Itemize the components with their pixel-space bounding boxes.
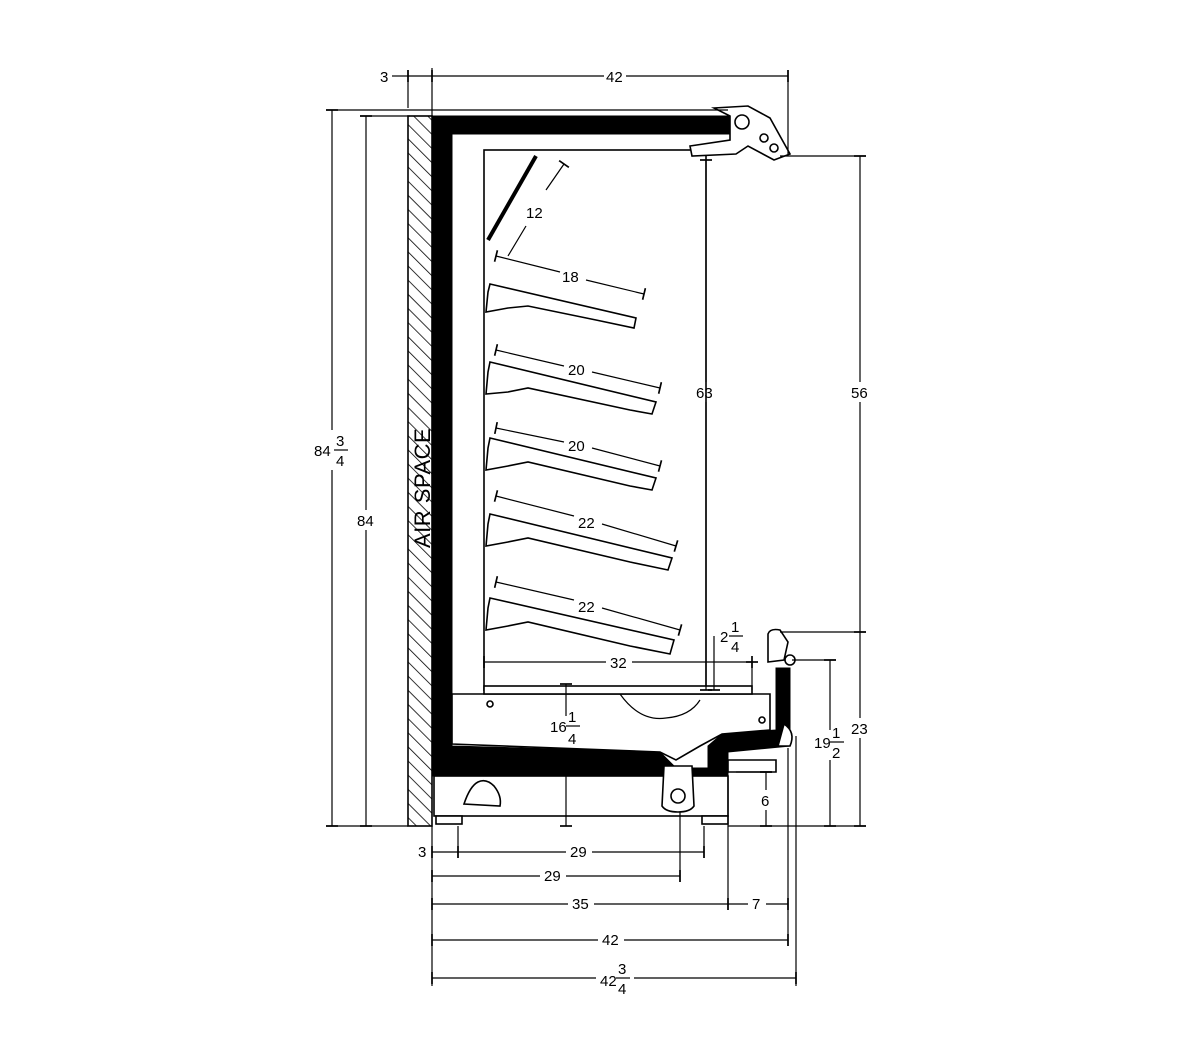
dim-56: 56 [851,385,868,402]
dim-84-num: 3 [336,433,344,450]
shelf-1 [485,283,637,329]
cabinet-body [431,105,796,825]
dim-bottom-42: 42 [602,932,619,949]
shelf-5 [485,597,676,655]
dim-bottom-7: 7 [752,896,760,913]
shelf-2 [485,361,658,415]
dim-16-num: 1 [568,709,576,726]
dim-top-42: 42 [606,69,623,86]
dim-bottom-29a: 29 [570,844,587,861]
dim-63: 63 [696,385,713,402]
dim-19-whole: 19 [814,735,831,752]
dim-shelf-22b: 22 [578,599,595,616]
air-space-wall [407,115,433,827]
dim-23: 23 [851,721,868,738]
dim-shelf-20b: 20 [568,438,585,455]
dim-bottom-29b: 29 [544,868,561,885]
dim-19-num: 1 [832,725,840,742]
dim-2-num: 1 [731,619,739,636]
shelf-4 [485,513,674,571]
dim-16-whole: 16 [550,719,567,736]
dim-2-whole: 2 [720,629,728,646]
shelf-3 [485,437,658,491]
dim-19-den: 2 [832,745,840,762]
dim-bottom-42-whole: 42 [600,973,617,990]
dim-6: 6 [761,793,769,810]
dim-top-3: 3 [380,69,388,86]
top-glass-shelf [486,155,538,241]
dim-2-den: 4 [731,639,739,656]
dim-bottom-3: 3 [418,844,426,861]
dim-84-whole: 84 [314,443,331,460]
dim-32: 32 [610,655,627,672]
dim-shelf-22a: 22 [578,515,595,532]
dim-16-den: 4 [568,731,576,748]
air-space-label: AIR SPACE [410,428,435,548]
dim-bottom-42-den: 4 [618,981,626,998]
dimension-labels: 3 42 84 3 4 84 63 56 23 19 1 2 16 1 4 6 … [314,69,868,998]
dim-shelf-20a: 20 [568,362,585,379]
dim-84-den: 4 [336,453,344,470]
dim-shelf-18: 18 [562,269,579,286]
dim-shelf-12: 12 [526,205,543,222]
dim-84: 84 [357,513,374,530]
dim-bottom-35: 35 [572,896,589,913]
dim-bottom-42-num: 3 [618,961,626,978]
shelves [485,155,676,655]
dimension-lines [326,68,866,986]
